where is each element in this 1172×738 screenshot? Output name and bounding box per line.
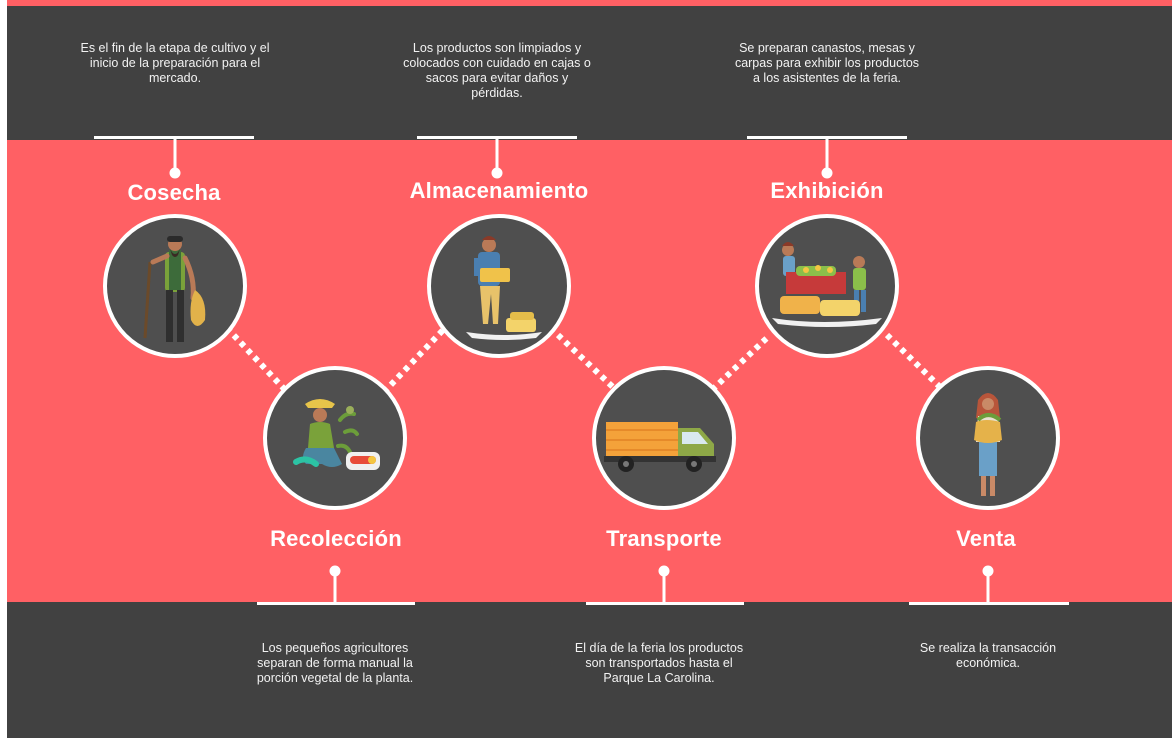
truck-icon bbox=[604, 422, 716, 472]
step-circle-cosecha bbox=[103, 214, 247, 358]
woman-shopping-icon bbox=[974, 393, 1002, 496]
pin-dot-almacenamiento bbox=[491, 167, 503, 179]
farmer-harvesting-icon bbox=[143, 236, 206, 342]
worker-storing-icon bbox=[466, 236, 542, 340]
title-exhibicion: Exhibición bbox=[770, 178, 884, 203]
pin-dot-exhibicion bbox=[821, 167, 833, 179]
connectors bbox=[224, 325, 946, 395]
connector-4-5 bbox=[709, 332, 773, 393]
market-stall-icon bbox=[772, 242, 882, 327]
bottom-pins bbox=[257, 565, 1069, 605]
bottom-band bbox=[7, 602, 1172, 738]
description-cosecha: Es el fin de la etapa de cultivo y el in… bbox=[80, 41, 270, 85]
top-band bbox=[7, 0, 1172, 140]
farmer-collecting-icon bbox=[293, 399, 380, 470]
connector-3-4 bbox=[555, 332, 619, 393]
description-venta: Se realiza la transacción económica. bbox=[919, 641, 1057, 670]
connector-1-2 bbox=[224, 325, 290, 395]
description-almacenamiento: Los productos son limpiados y colocados … bbox=[403, 41, 591, 100]
connector-2-3 bbox=[381, 325, 448, 395]
description-recoleccion: Los pequeños agricultores separan de for… bbox=[256, 641, 414, 685]
step-circle-transporte bbox=[592, 366, 736, 510]
title-almacenamiento: Almacenamiento bbox=[409, 178, 589, 203]
connector-5-6 bbox=[884, 332, 946, 393]
description-exhibicion: Se preparan canastos, mesas y carpas par… bbox=[734, 41, 920, 85]
title-cosecha: Cosecha bbox=[127, 180, 221, 205]
title-transporte: Transporte bbox=[606, 526, 722, 551]
step-circle-exhibicion bbox=[755, 214, 899, 358]
description-transporte: El día de la feria los productos son tra… bbox=[574, 641, 744, 685]
top-pins bbox=[94, 136, 907, 179]
pin-dot-cosecha bbox=[169, 167, 181, 179]
step-circle-recoleccion bbox=[263, 366, 407, 510]
title-recoleccion: Recolección bbox=[270, 526, 402, 551]
step-circle-almacenamiento bbox=[427, 214, 571, 358]
title-venta: Venta bbox=[956, 526, 1016, 551]
step-circle-venta bbox=[916, 366, 1060, 510]
